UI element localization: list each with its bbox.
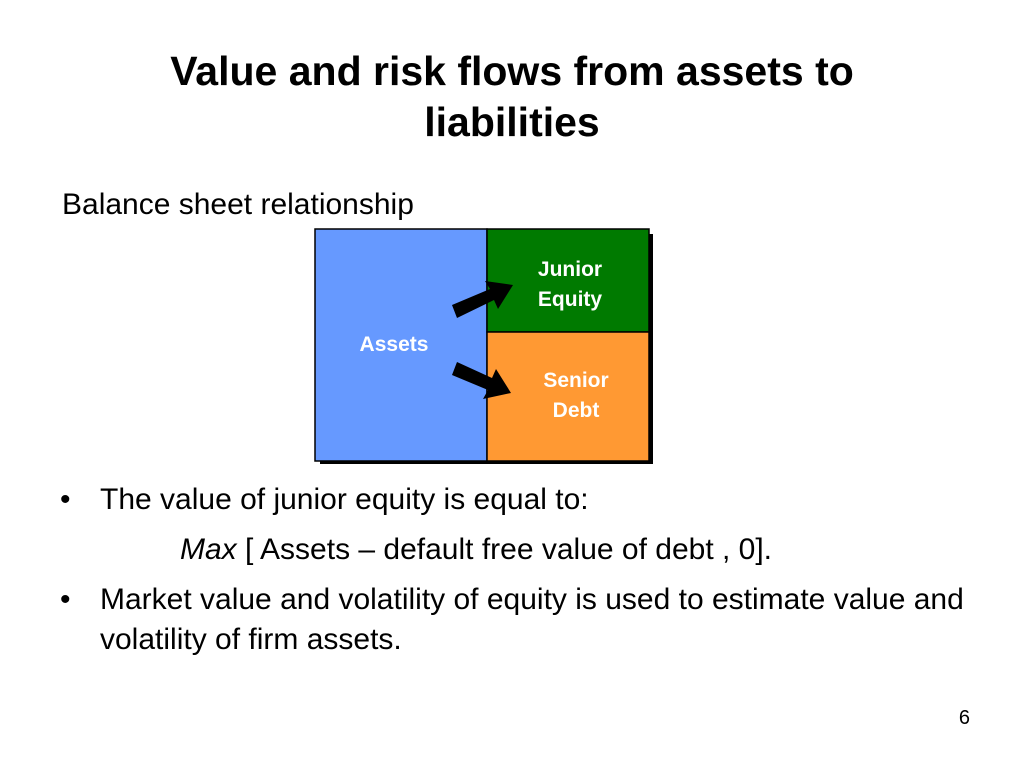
senior-debt-label: Senior Debt	[543, 369, 609, 422]
formula-max: Max	[180, 533, 237, 566]
formula-body: [ Assets – default free value of debt , …	[236, 533, 773, 566]
bullet-list-2: • Market value and volatility of equity …	[60, 580, 980, 670]
slide-title-line-2: liabilities	[424, 99, 600, 145]
bullet-item-1-text: The value of junior equity is equal to:	[100, 483, 589, 516]
page-number: 6	[958, 707, 970, 729]
slide-title-line-1: Value and risk flows from assets to	[170, 48, 854, 94]
slide-subtitle: Balance sheet relationship	[62, 188, 414, 221]
bullet-item-1: • The value of junior equity is equal to…	[60, 480, 980, 520]
formula: Max [ Assets – default free value of deb…	[180, 530, 772, 570]
bullet-marker: •	[60, 483, 71, 516]
junior-equity-label: Junior Equity	[537, 258, 603, 311]
bullet-list: • The value of junior equity is equal to…	[60, 480, 980, 530]
bullet-item-2: • Market value and volatility of equity …	[60, 580, 980, 660]
bullet-item-2-text: Market value and volatility of equity is…	[100, 583, 964, 656]
bullet-marker: •	[60, 583, 71, 616]
assets-label: Assets	[359, 333, 429, 356]
slide-title: Value and risk flows from assets to liab…	[60, 46, 964, 148]
